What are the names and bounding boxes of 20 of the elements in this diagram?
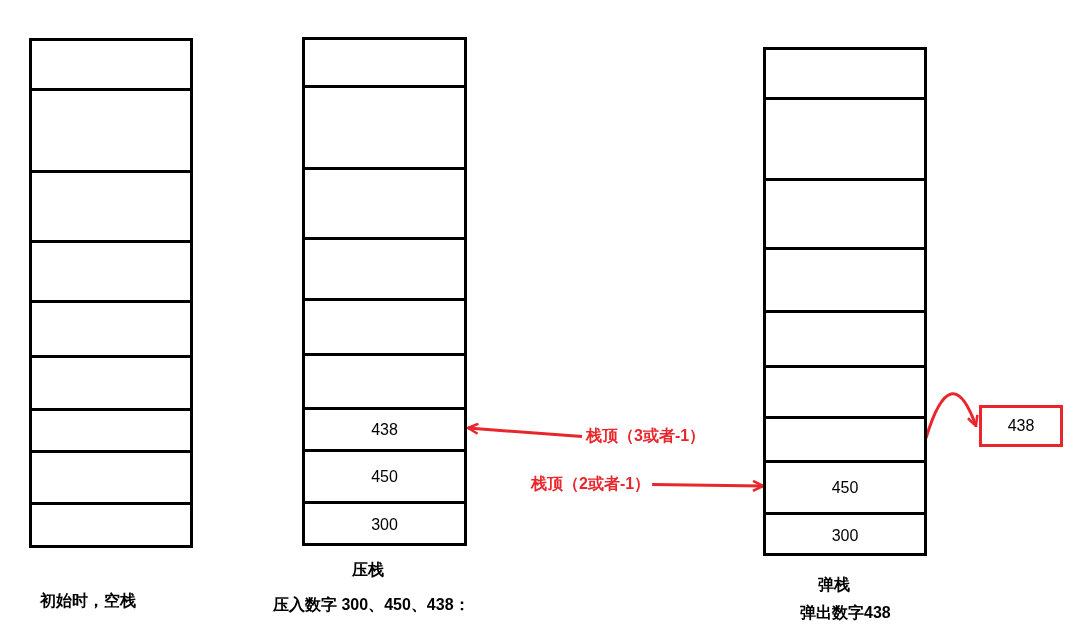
caption: 压入数字 300、450、438： [273, 595, 470, 615]
popped-value-box [979, 405, 1063, 447]
stack-value: 300 [831, 526, 859, 545]
stack-value: 300 [371, 516, 398, 534]
arrow [466, 422, 583, 438]
caption: 初始时，空栈 [40, 591, 136, 611]
stack-value: 438 [371, 420, 398, 439]
stack-top-label: 栈顶（3或者-1） [586, 426, 706, 447]
stack-value: 450 [371, 467, 398, 486]
stack-frame [763, 47, 927, 556]
popped-value: 438 [1007, 417, 1035, 435]
arrow [924, 392, 979, 439]
caption: 压栈 [352, 560, 384, 580]
caption: 弹出数字438 [800, 603, 891, 623]
stack-top-label: 栈顶（2或者-1） [531, 474, 651, 495]
caption: 弹栈 [818, 575, 850, 595]
stack-frame [302, 37, 467, 546]
arrow [652, 479, 765, 493]
stack-value: 450 [831, 478, 859, 497]
stack-frame [29, 38, 193, 548]
